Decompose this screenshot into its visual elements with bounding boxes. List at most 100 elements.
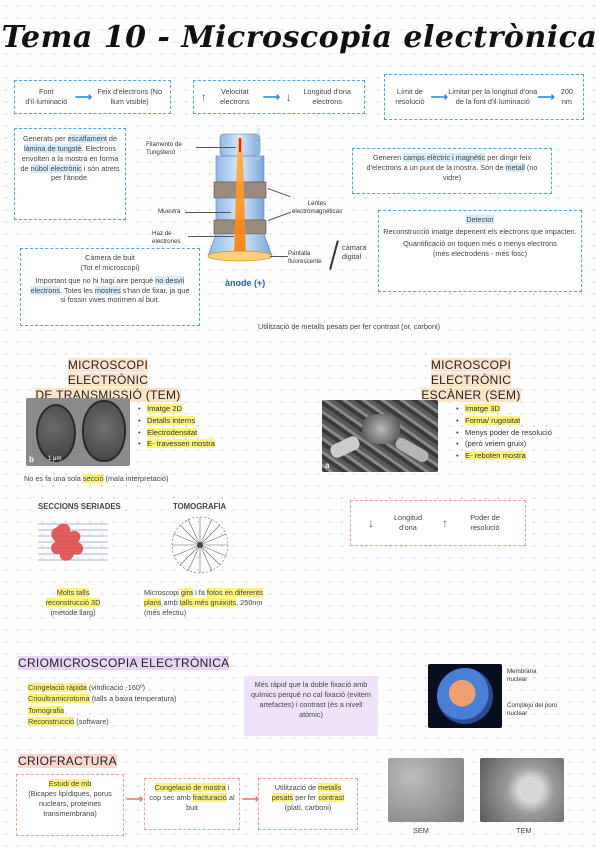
crio-box1-hl: Estudi de mb [48, 779, 92, 788]
crio-box3-hl: contrast [318, 792, 345, 802]
tem-fracture-image [480, 758, 564, 822]
crio-box2-hl: Congelació de mostra [154, 783, 226, 792]
tem-note-text: (mala interpretació) [103, 474, 169, 483]
right-arrow-icon: ⟶ [262, 89, 281, 104]
tem-scale-label: 1 μm [48, 456, 62, 462]
lenses-text: (no vidre) [442, 162, 538, 182]
tem-note-text: No es fa una sola [24, 474, 83, 483]
crio-item-hl: Crioultramicrotoma [28, 694, 90, 704]
right-arrow-icon: ⟶ [242, 792, 260, 806]
right-arrow-icon: ⟶ [537, 89, 555, 104]
flow1-b: Feix d'electrons (No llum visible) [97, 87, 163, 106]
tem-heading: MICROSCOPI ELECTRÒNIC DE TRANSMISSIÓ (TE… [28, 358, 188, 403]
vacuum-title: Càmera de buit [85, 253, 135, 262]
gun-text: Generats per [22, 134, 68, 143]
seccions-text: Molts talls reconstrucció 3D (mètode lla… [28, 588, 118, 618]
crio-box3-text: per fer [293, 792, 319, 802]
crio-item-rest: (software) [74, 716, 109, 726]
leader-line [270, 256, 288, 257]
crio-item-hl: Congelació ràpida [28, 683, 87, 692]
vacuum-chamber-box: Càmera de buit (Tot el microscopi) Impor… [20, 248, 200, 326]
detector-l3: (més electrodens - més fosc) [432, 248, 528, 258]
tomography-illustration [171, 516, 229, 574]
lenses-text: per dirigir feix d'electrons a un punt d… [366, 153, 532, 172]
detector-l2: Quantificació on toquen més o menys elec… [403, 238, 557, 248]
list-item: Imatge 3D [456, 403, 552, 415]
detector-box: Detector Reconstrucció imatge depenent e… [378, 210, 582, 292]
crio-item-hl: Tomografia [28, 705, 65, 715]
crio-box2-text: al buit [186, 792, 235, 812]
sem-bullet-text: E- reboten mostra [465, 451, 526, 461]
leader-line [196, 147, 236, 148]
resolution-b: Poder de resolució [470, 513, 500, 532]
list-item: E- travessen mostra [138, 438, 215, 450]
list-item: Menys poder de resolució [456, 427, 552, 439]
sem-bullet-text: Menys poder de resolució [465, 427, 552, 437]
crio-list: Congelació ràpida (vitrificació -160º) C… [28, 682, 176, 727]
leader-line [188, 236, 234, 237]
right-arrow-icon: ⟶ [74, 89, 93, 104]
crio-item-hl: Reconstrucció [28, 716, 75, 726]
flow2-a: Velocitat electrons [220, 87, 250, 106]
crio-box2-hl: fracturació [192, 792, 227, 802]
tomo-hl: gira [180, 588, 194, 597]
down-arrow-icon: ↓ [285, 89, 292, 104]
sem-micrograph: a [322, 400, 438, 472]
leader-line [185, 212, 231, 213]
tomografia-title: TOMOGRAFIA [173, 502, 227, 511]
gun-text: i són atrets per l'ànode. [51, 163, 120, 183]
tem-micrograph: b 1 μm [26, 398, 130, 466]
serial-sections-illustration [38, 523, 108, 561]
label-muestra: Muestra [158, 208, 181, 215]
crio-item-rest: (talls a baixa temperatura) [89, 694, 177, 704]
right-arrow-icon: ⟶ [126, 792, 144, 806]
gun-text: . Electrons envolten a la mostra en form… [20, 143, 119, 173]
label-pantalla: Pantalla fluorescente [288, 250, 322, 265]
flow3-a: Límit de resolució [395, 87, 425, 106]
list-item: Imatge 2D [138, 403, 215, 415]
label-tem: TEM [516, 826, 532, 835]
criofractura-box1: Estudi de mb (Bicapes lipídiques, porus … [16, 774, 124, 836]
label-membrana: Membrana nuclear [507, 668, 537, 684]
list-item: Electrodensitat [138, 427, 215, 439]
vacuum-hl: mostres [94, 285, 121, 295]
criofractura-box2: Congelació de mostra i cop sec amb fract… [144, 778, 240, 830]
sem-bullet-text: Forma/ rugositat [465, 415, 521, 425]
crio-heading-text: CRIOMICROSCOPIA ELECTRÒNICA [18, 656, 230, 670]
right-arrow-icon: ⟶ [430, 89, 448, 104]
list-item: Crioultramicrotoma (talls a baixa temper… [28, 693, 176, 704]
list-item: Detalls interns [138, 415, 215, 427]
label-camara-digital: càmara digital [342, 243, 367, 262]
label-haz: Haz de electrones [152, 230, 181, 245]
microscope-diagram [207, 133, 273, 262]
lenses-hl: metall [505, 162, 525, 172]
tem-bullet-text: Electrodensitat [147, 427, 198, 437]
tomo-text: amb [161, 597, 180, 607]
gun-hl: escalfament [67, 134, 107, 143]
tomografia-text: Microscopi gira i fa fotos en diferents … [144, 588, 266, 618]
sem-panel-letter: a [325, 461, 330, 470]
crio-heading: CRIOMICROSCOPIA ELECTRÒNICA [18, 656, 230, 671]
tem-heading-1: MICROSCOPI ELECTRÒNIC [67, 358, 149, 387]
tem-bullet-text: Detalls interns [147, 415, 196, 425]
flow3-b: Limitat per la longitud d'ona de la font… [448, 87, 538, 106]
flow2-b: Longitud d'ona electrons [303, 87, 351, 106]
list-item: Reconstrucció (software) [28, 716, 176, 727]
watermark: wuolah.com [256, 127, 262, 160]
seccions-title: SECCIONS SERIADES [38, 502, 121, 511]
criofractura-heading-text: CRIOFRACTURA [18, 754, 117, 768]
detector-title: Detector [383, 215, 577, 225]
label-lentes: Lentes electromagnéticas [291, 200, 343, 215]
crio-box2-text: i cop sec amb [149, 783, 230, 802]
sem-heading: MICROSCOPI ELECTRÒNIC ESCÀNER (SEM) [396, 358, 546, 403]
seccions-t3: (mètode llarg) [50, 607, 96, 617]
sem-bullet-text: (però veiem gruix) [465, 439, 527, 449]
tem-bullets: Imatge 2D Detalls interns Electrodensita… [138, 403, 215, 450]
page-title: Tema 10 - Microscopia electrònica [1, 20, 598, 55]
tomo-text: , 250nm (més efectiu) [144, 597, 263, 617]
crio-box3-text: (platí, carboni) [284, 802, 332, 812]
flow3-c: 200 nm [560, 87, 573, 106]
tomo-text: i fa [193, 588, 207, 597]
label-poro: Complejo del poro nuclear [507, 702, 558, 718]
list-item: Forma/ rugositat [456, 415, 552, 427]
